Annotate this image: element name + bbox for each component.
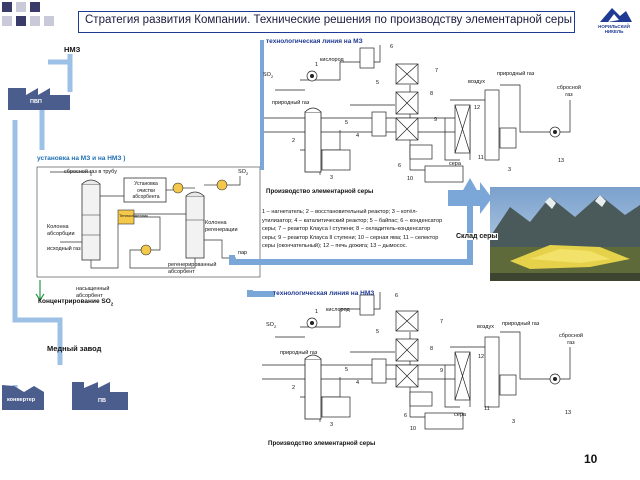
- num-label: 2: [292, 138, 296, 144]
- regen-absorbent-label: регенерированный абсорбент: [168, 262, 217, 275]
- num-label: 11: [478, 155, 484, 161]
- page-title: Стратегия развития Компании. Технические…: [85, 14, 572, 26]
- decor-square: [16, 16, 26, 26]
- scheme-top-caption: Производство элементарной серы: [266, 188, 374, 195]
- title-bar: Стратегия развития Компании. Технические…: [78, 11, 575, 33]
- num-label: 1: [315, 309, 319, 315]
- scheme-top: [262, 45, 571, 183]
- warehouse-photo: [490, 187, 640, 281]
- concentration-caption: Концентрирование SO2: [38, 298, 114, 307]
- num-label: 5: [345, 120, 349, 126]
- scheme-bottom-oxygen: кислород: [326, 307, 350, 313]
- nmz-label: НМЗ: [64, 45, 81, 54]
- decor-square: [44, 16, 54, 26]
- num-label: 4: [356, 380, 360, 386]
- exchanger-label: Теплообменник: [119, 213, 149, 218]
- legend-text: 1 – нагнетатель; 2 – восстановительный р…: [262, 209, 443, 250]
- num-label: 6: [395, 293, 399, 299]
- outgoing-gas-label: исходный газ: [47, 246, 81, 252]
- pump-icon: [140, 244, 152, 256]
- steam-label: пар: [238, 250, 248, 256]
- factory-icon: [2, 385, 44, 410]
- scheme-bottom-label: технологическая линия на НМЗ: [273, 290, 375, 297]
- num-label: 13: [565, 410, 572, 416]
- num-label: 9: [434, 117, 438, 123]
- factory-icon: [8, 88, 70, 110]
- num-label: 3: [330, 175, 334, 181]
- scheme-top-oxygen: кислород: [320, 57, 344, 63]
- num-label: 8: [430, 346, 434, 352]
- num-label: 10: [407, 176, 414, 182]
- scheme-top-so2: SO2: [263, 72, 274, 80]
- num-label: 5: [345, 367, 349, 373]
- num-label: 12: [478, 354, 485, 360]
- decor-square: [2, 2, 12, 12]
- num-label: 9: [440, 368, 444, 374]
- scheme-top-air: воздух: [468, 79, 485, 85]
- column-absorber-label: Колонна абсорбции: [47, 224, 75, 237]
- decor-square: [2, 16, 12, 26]
- decor-square: [16, 2, 26, 12]
- num-label: 2: [292, 385, 296, 391]
- num-label: 4: [356, 133, 360, 139]
- mednyi-label: Медный завод: [47, 344, 102, 353]
- scheme-bottom-caption: Производство элементарной серы: [268, 440, 376, 447]
- num-label: 7: [435, 68, 439, 74]
- num-label: 5: [376, 80, 380, 86]
- num-label: 3: [512, 419, 516, 425]
- saturated-absorbent-label: насыщенный абсорбент: [76, 286, 110, 299]
- logo-text: НОРИЛЬСКИЙ НИКЕЛЬ: [598, 24, 630, 34]
- install-label: установка на МЗ и на НМЗ ): [37, 155, 126, 162]
- pvp-label: ПВП: [30, 99, 42, 105]
- num-label: 11: [484, 406, 490, 412]
- scheme-top-gas2: природный газ: [497, 71, 535, 77]
- exhaust-label: сбросной газ в трубу: [64, 169, 117, 175]
- decor-square: [30, 16, 40, 26]
- column-regen-label: Колонна регенерации: [205, 220, 238, 233]
- num-label: 6: [404, 413, 408, 419]
- num-label: 6: [390, 44, 394, 50]
- so2-label: SO2: [238, 169, 249, 177]
- condenser-icon: [359, 47, 375, 69]
- num-label: 7: [440, 319, 444, 325]
- num-label: 3: [330, 422, 334, 428]
- num-label: 10: [410, 426, 417, 432]
- num-label: 6: [398, 163, 402, 169]
- factory-icon: [72, 382, 128, 410]
- num-label: 8: [430, 91, 434, 97]
- warehouse-label: Склад серы: [455, 233, 499, 240]
- scheme-top-label: технологическая линия на МЗ: [266, 38, 363, 45]
- num-label: 13: [558, 158, 565, 164]
- scheme-top-gas1: природный газ: [272, 100, 310, 106]
- scheme-bottom: [262, 292, 571, 430]
- scheme-bottom-exhaust: сбросной газ: [559, 333, 583, 346]
- scheme-top-exhaust: сбросной газ: [557, 85, 581, 98]
- num-label: 1: [315, 62, 319, 68]
- scheme-top-sulfur: сера: [449, 161, 461, 167]
- scheme-bottom-sulfur: сера: [454, 412, 466, 418]
- num-label: 3: [508, 167, 512, 173]
- num-label: 5: [376, 329, 380, 335]
- reactor-icon: [304, 111, 322, 173]
- scheme-bottom-gas1: природный газ: [280, 350, 318, 356]
- scheme-bottom-gas2: природный газ: [502, 321, 540, 327]
- decor-square: [30, 2, 40, 12]
- cleaning-unit-label: Установка очистки абсорбента: [132, 181, 160, 200]
- scheme-bottom-so2: SO2: [266, 322, 277, 330]
- num-label: 12: [474, 105, 481, 111]
- logo: НОРИЛЬСКИЙ НИКЕЛЬ: [592, 2, 636, 34]
- converter-label: конвертер: [7, 397, 36, 403]
- page-number: 10: [584, 452, 598, 466]
- pv-label: ПВ: [98, 398, 106, 404]
- logo-icon: [600, 8, 632, 22]
- scheme-bottom-air: воздух: [477, 324, 494, 330]
